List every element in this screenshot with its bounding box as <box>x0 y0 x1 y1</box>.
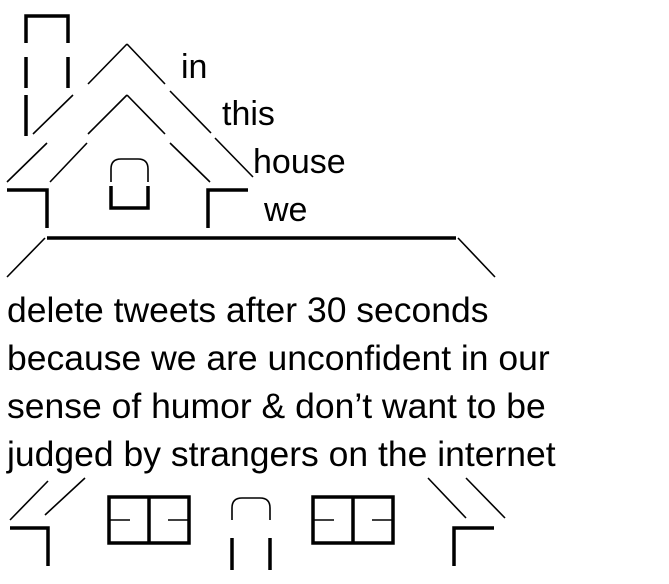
window-right <box>311 495 395 545</box>
roof-word-in: in <box>181 48 208 86</box>
floor-diagonals <box>6 237 496 278</box>
roof-word-house: house <box>253 143 346 181</box>
body-line: delete tweets after 30 seconds <box>7 290 489 330</box>
roof-word-this: this <box>222 95 275 133</box>
roof-word-we: we <box>264 191 308 229</box>
roof-outer <box>6 43 254 183</box>
chimney <box>24 14 70 136</box>
attic-window <box>109 158 150 210</box>
upper-eaves <box>7 188 248 228</box>
body-line: judged by strangers on the internet <box>7 434 556 474</box>
lower-roof-diagonals <box>9 477 506 521</box>
meme-body-text: delete tweets after 30 seconds because w… <box>7 286 667 478</box>
body-line: sense of humor & don’t want to be <box>7 386 546 426</box>
lower-eaves <box>10 526 494 566</box>
door <box>230 497 272 570</box>
body-line: because we are unconfident in our <box>7 338 550 378</box>
window-left <box>107 495 191 545</box>
roof-inner <box>49 94 211 183</box>
